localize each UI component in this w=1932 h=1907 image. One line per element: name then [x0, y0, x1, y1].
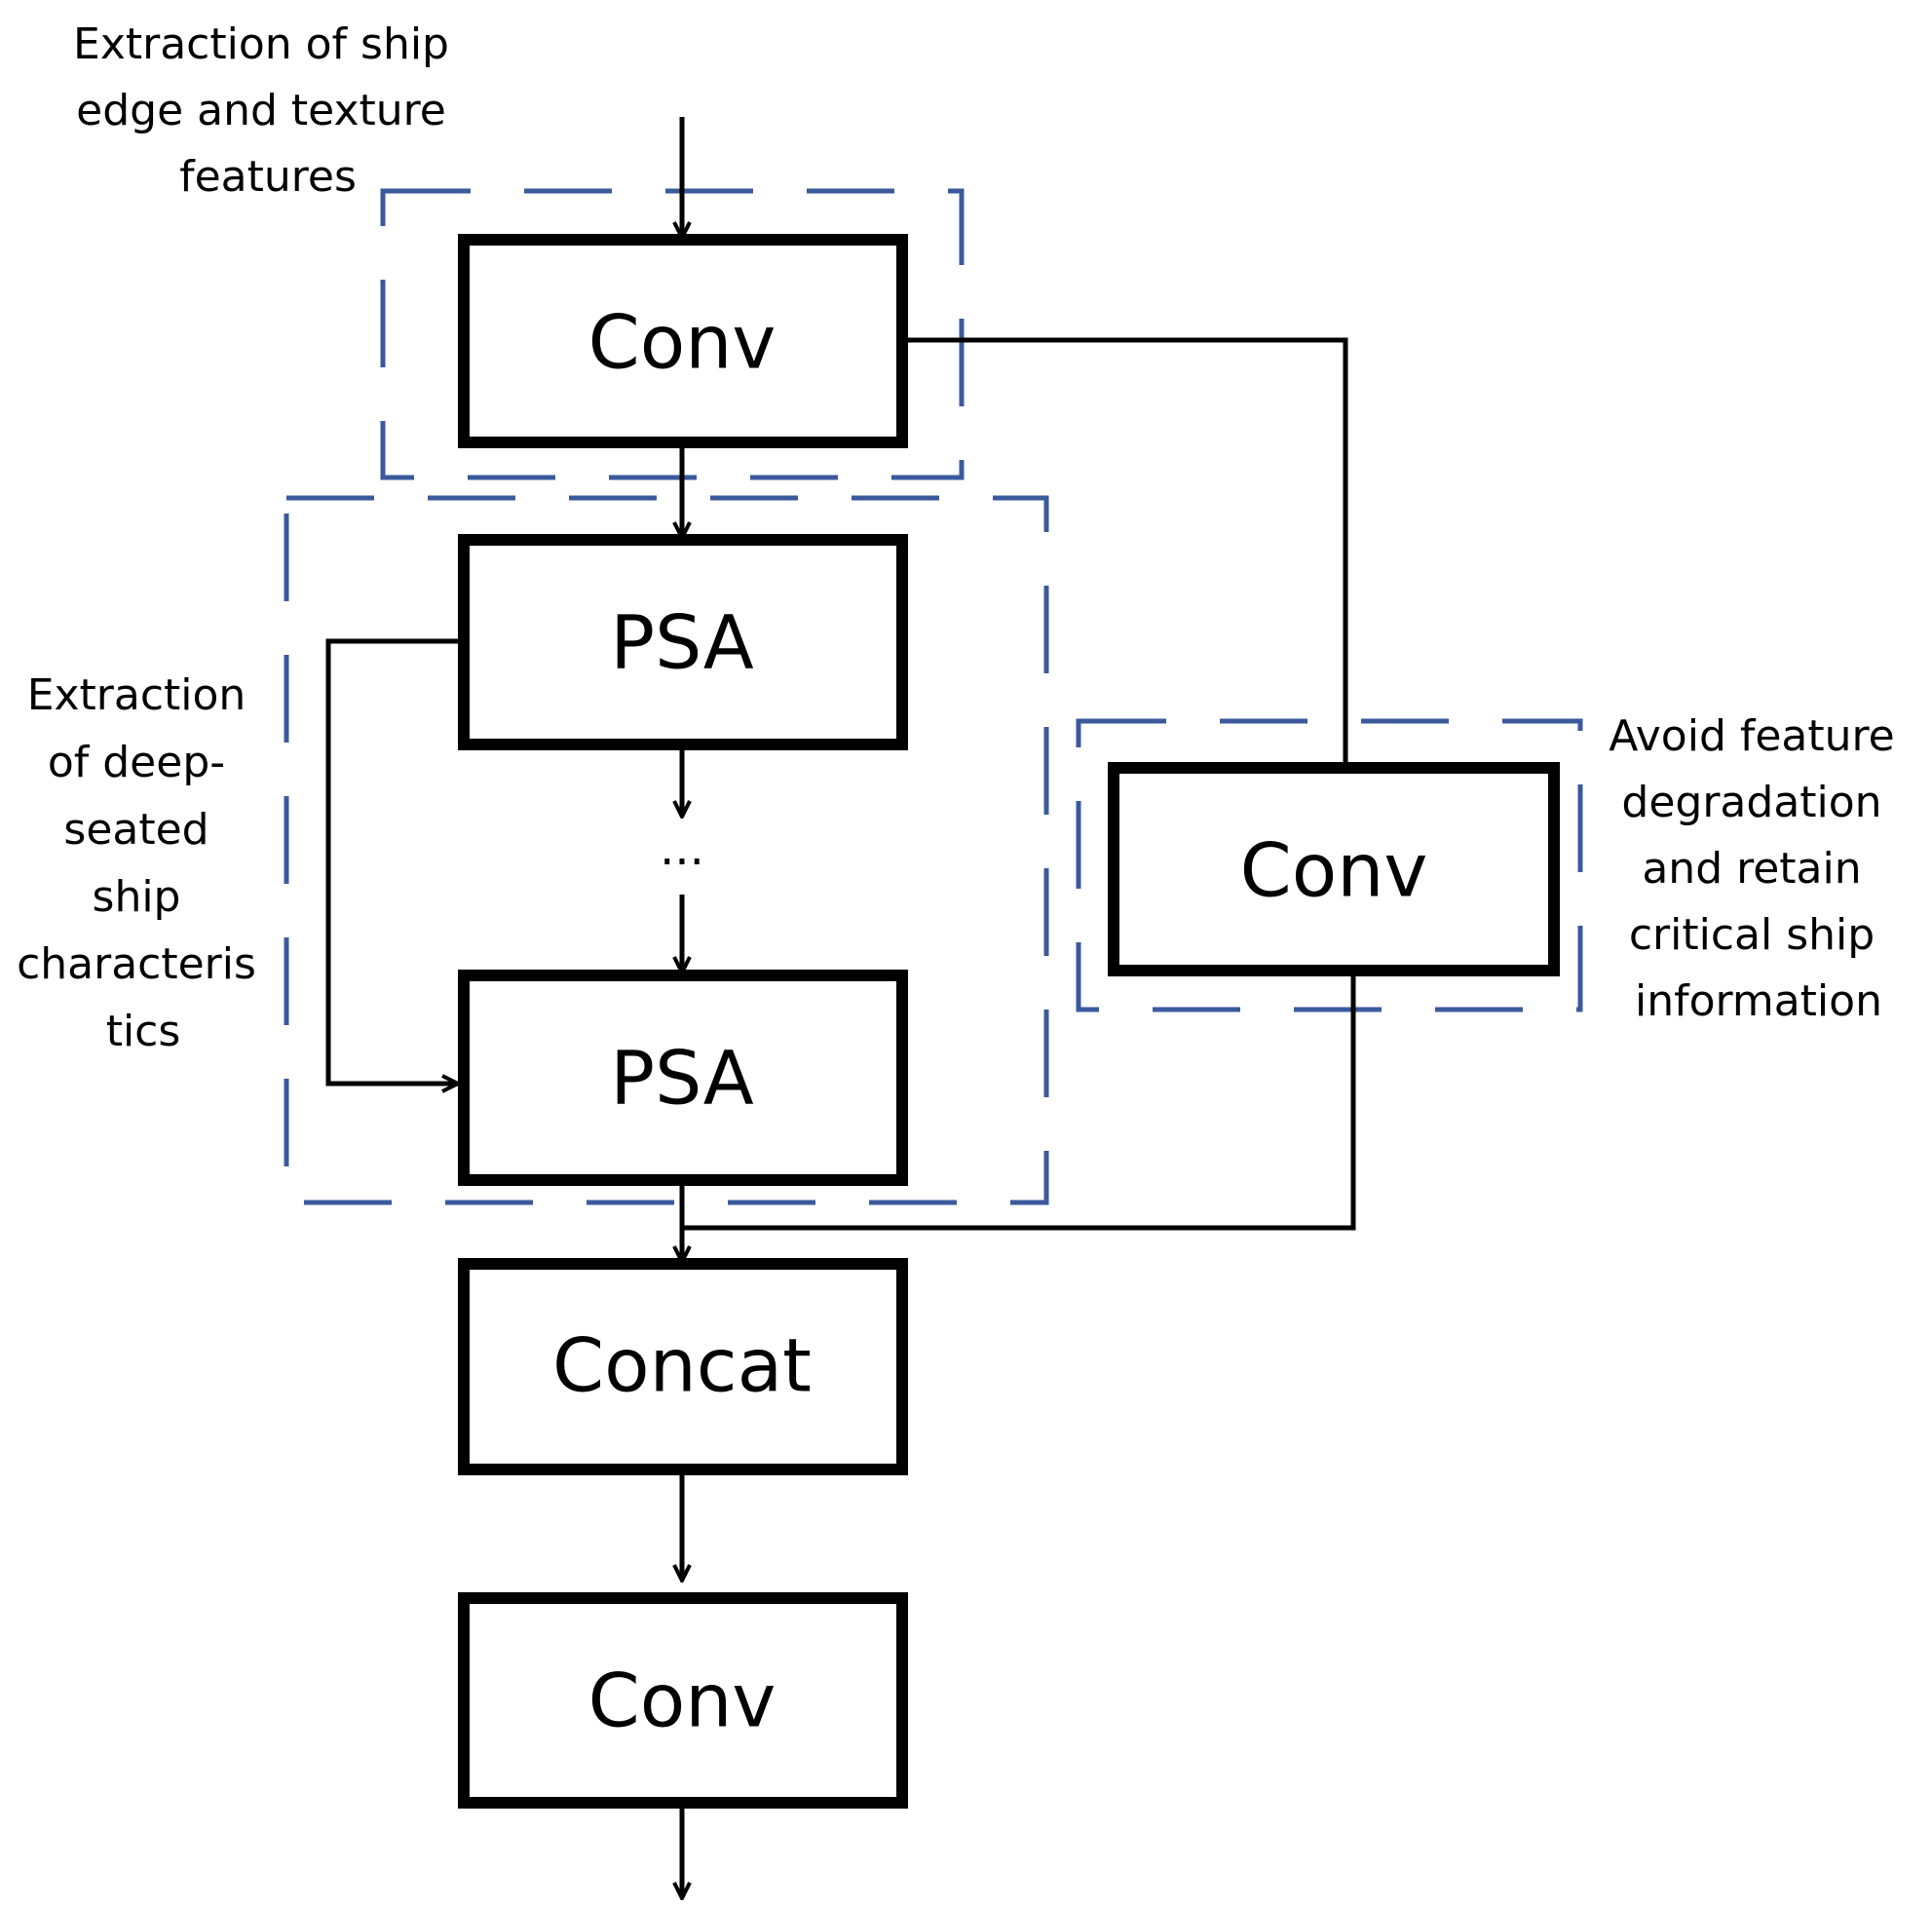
branch-conv-to-side-conv: [906, 337, 1348, 765]
conv-top-box: [458, 234, 908, 448]
annotation-avoid-degradation: Avoid feature degradation and retain cri…: [1609, 711, 1908, 1026]
ellipsis-label: ···: [660, 835, 704, 890]
psa-first-label: PSA: [610, 599, 753, 686]
conv-side-label: Conv: [1240, 827, 1428, 914]
group-edge-texture: [380, 188, 965, 480]
conv-top-label: Conv: [588, 299, 777, 386]
concat-box: [458, 1258, 908, 1475]
merge-side-conv-to-concat: [682, 974, 1356, 1231]
concat-label: Concat: [552, 1322, 812, 1409]
psa-last-label: PSA: [610, 1035, 753, 1122]
annotation-deep-seated: Extraction of deep- seated ship characte…: [17, 670, 270, 1056]
skip-psa-connector: [325, 638, 458, 1084]
group-avoid-degradation: [1076, 718, 1583, 1012]
annotation-edge-texture: Extraction of ship edge and texture feat…: [73, 19, 463, 202]
conv-bottom-label: Conv: [588, 1658, 777, 1744]
group-deep-seated: [284, 495, 1049, 1205]
conv-bottom-box: [458, 1592, 908, 1809]
conv-side-box: [1108, 762, 1560, 976]
psa-last-box: [458, 970, 908, 1186]
psa-first-box: [458, 534, 908, 750]
